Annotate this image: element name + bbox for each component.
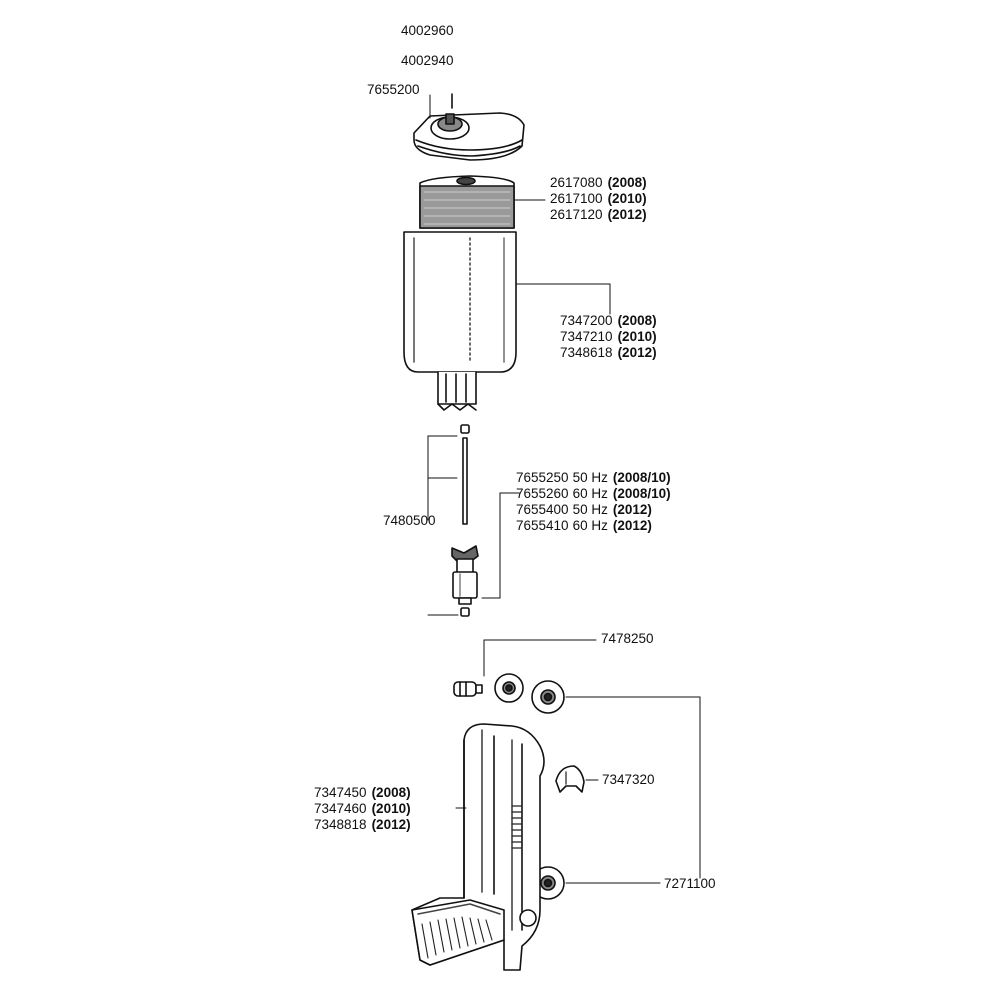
motor-head-row: 7347460(2010) — [314, 801, 411, 816]
lid-drawing — [413, 93, 525, 161]
shaft-part-code: 7480500 — [383, 513, 436, 528]
impeller-drawing — [451, 545, 479, 605]
motor-head-row: 7348818(2012) — [314, 817, 411, 832]
sponge-part-codes: 2617080(2008) 2617100(2010) 2617120(2012… — [550, 175, 647, 223]
sponge-drawing — [419, 175, 515, 229]
housing-drawing — [403, 231, 517, 411]
sponge-row: 2617080(2008) — [550, 175, 647, 190]
clip-drawing — [555, 765, 585, 793]
lid-part-code: 7655200 — [367, 82, 420, 97]
motor-head-drawing — [411, 723, 545, 971]
leader-lines — [427, 94, 701, 884]
sponge-row: 2617100(2010) — [550, 191, 647, 206]
sponge-row: 2617120(2012) — [550, 207, 647, 222]
shaft-drawing — [460, 424, 470, 617]
part-code-4002960: 4002960 — [401, 23, 454, 38]
housing-row: 7348618(2012) — [560, 345, 657, 360]
clip-part-code: 7347320 — [602, 772, 655, 787]
part-code-4002940: 4002940 — [401, 53, 454, 68]
motor-head-part-codes: 7347450(2008) 7347460(2010) 7348818(2012… — [314, 785, 411, 833]
housing-row: 7347200(2008) — [560, 313, 657, 328]
housing-row: 7347210(2010) — [560, 329, 657, 344]
housing-part-codes: 7347200(2008) 7347210(2010) 7348618(2012… — [560, 313, 657, 361]
nozzle-drawing — [453, 681, 483, 697]
motor-head-row: 7347450(2008) — [314, 785, 411, 800]
nozzle-part-code: 7478250 — [601, 631, 654, 646]
suction-cups-part-code: 7271100 — [664, 876, 716, 891]
